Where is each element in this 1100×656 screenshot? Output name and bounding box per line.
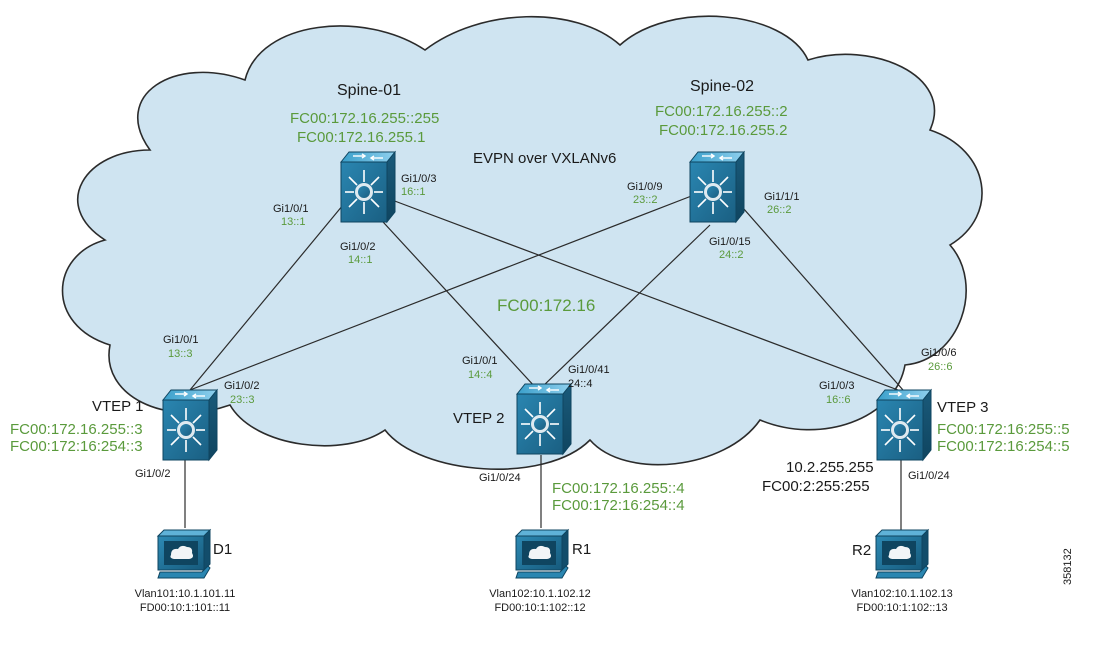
figure-id: 358132 bbox=[1062, 548, 1074, 585]
link-spine1-vtep1 bbox=[189, 204, 344, 391]
vtep-1-addr-2: FC00:172:16:254::3 bbox=[10, 438, 143, 455]
host-r2-workstation-icon bbox=[875, 529, 929, 579]
link-spine2-vtep1 bbox=[189, 194, 695, 391]
host-r2-line-1: Vlan102:10.1.102.13 bbox=[851, 588, 953, 600]
vtep-2-port-gi1-0-41: Gi1/0/41 bbox=[568, 364, 610, 376]
spine-01-addr-v6: FC00:172.16.255::255 bbox=[290, 110, 440, 127]
vtep-1-downlink-port: Gi1/0/2 bbox=[135, 468, 171, 480]
evpn-cloud bbox=[61, 15, 983, 470]
vtep-3-port-gi1-0-3-addr: 16::6 bbox=[826, 394, 851, 406]
spine-02-port-gi1-1-1: Gi1/1/1 bbox=[764, 191, 800, 203]
host-r1-workstation-icon bbox=[515, 529, 569, 579]
spine-01-port-gi1-0-3: Gi1/0/3 bbox=[401, 173, 437, 185]
spine-02-addr-v6: FC00:172.16.255::2 bbox=[655, 103, 788, 120]
links bbox=[184, 194, 904, 530]
cloud-subnet-label: FC00:172.16 bbox=[497, 296, 596, 315]
spine-01-port-gi1-0-1-addr: 13::1 bbox=[281, 216, 306, 228]
vtep-2-addr-2: FC00:172:16:254::4 bbox=[552, 497, 685, 514]
host-d1-name: D1 bbox=[213, 541, 233, 558]
host-r1-line-1: Vlan102:10.1.102.12 bbox=[489, 588, 591, 600]
vtep-3-port-gi1-0-6: Gi1/0/6 bbox=[921, 347, 957, 359]
host-r1-name: R1 bbox=[572, 541, 592, 558]
spine-02-title: Spine-02 bbox=[690, 78, 755, 95]
vtep-1-port-gi1-0-2: Gi1/0/2 bbox=[224, 380, 260, 392]
spine-01-switch-icon bbox=[340, 151, 396, 223]
vtep-3-addr-2: FC00:172:16:254::5 bbox=[937, 438, 1070, 455]
host-r2-name: R2 bbox=[852, 542, 872, 559]
spine-02-switch-icon bbox=[689, 151, 745, 223]
vtep-3-downlink-port: Gi1/0/24 bbox=[908, 470, 950, 482]
vtep-2-downlink-port: Gi1/0/24 bbox=[479, 472, 521, 484]
vtep-1-port-gi1-0-1: Gi1/0/1 bbox=[163, 334, 199, 346]
spine-01-port-gi1-0-3-addr: 16::1 bbox=[401, 186, 426, 198]
spine-02-port-gi1-0-15-addr: 24::2 bbox=[719, 249, 744, 261]
host-r2-line-2: FD00:10:1:102::13 bbox=[856, 602, 948, 614]
link-spine1-vtep3 bbox=[391, 199, 899, 391]
vtep-1-port-gi1-0-1-addr: 13::3 bbox=[168, 348, 193, 360]
host-d1-line-1: Vlan101:10.1.101.11 bbox=[134, 588, 236, 600]
vtep-3-port-gi1-0-3: Gi1/0/3 bbox=[819, 380, 855, 392]
vtep-2-switch-icon bbox=[516, 383, 572, 455]
vtep-2-port-gi1-0-41-addr: 24::4 bbox=[568, 378, 593, 390]
link-spine2-vtep3 bbox=[735, 199, 904, 391]
vtep-2-port-gi1-0-1: Gi1/0/1 bbox=[462, 355, 498, 367]
vtep-3-switch-icon bbox=[876, 389, 932, 461]
spine-02-port-gi1-1-1-addr: 26::2 bbox=[767, 204, 792, 216]
vtep-2-addr-1: FC00:172.16.255::4 bbox=[552, 480, 685, 497]
host-d1-workstation-icon bbox=[157, 529, 211, 579]
vtep-1-port-gi1-0-2-addr: 23::3 bbox=[230, 394, 255, 406]
host-r1-line-2: FD00:10:1:102::12 bbox=[494, 602, 586, 614]
vtep-3-port-gi1-0-6-addr: 26::6 bbox=[928, 361, 953, 373]
spine-01-port-gi1-0-2: Gi1/0/2 bbox=[340, 241, 376, 253]
spine-02-port-gi1-0-9-addr: 23::2 bbox=[633, 194, 658, 206]
vtep-2-port-gi1-0-1-addr: 14::4 bbox=[468, 369, 493, 381]
vtep-3-extra-1: 10.2.255.255 bbox=[786, 459, 874, 476]
vtep-2-title: VTEP 2 bbox=[453, 410, 505, 427]
spine-01-port-gi1-0-1: Gi1/0/1 bbox=[273, 203, 309, 215]
vtep-3-extra-2: FC00:2:255:255 bbox=[762, 478, 870, 495]
spine-02-port-gi1-0-15: Gi1/0/15 bbox=[709, 236, 751, 248]
spine-02-addr-v4: FC00:172.16.255.2 bbox=[659, 122, 788, 139]
vtep-1-title: VTEP 1 bbox=[92, 398, 144, 415]
cloud-label: EVPN over VXLANv6 bbox=[473, 150, 617, 167]
host-d1-line-2: FD00:10:1:101::11 bbox=[139, 602, 231, 614]
spine-02-port-gi1-0-9: Gi1/0/9 bbox=[627, 181, 663, 193]
vtep-1-addr-1: FC00:172.16.255::3 bbox=[10, 421, 143, 438]
vtep-1-switch-icon bbox=[162, 389, 218, 461]
link-spine2-vtep2 bbox=[540, 224, 711, 389]
vtep-3-title: VTEP 3 bbox=[937, 399, 989, 416]
spine-01-port-gi1-0-2-addr: 14::1 bbox=[348, 254, 373, 266]
link-spine1-vtep2 bbox=[371, 209, 537, 389]
spine-01-title: Spine-01 bbox=[337, 82, 402, 99]
vtep-3-addr-1: FC00:172:16:255::5 bbox=[937, 421, 1070, 438]
spine-01-addr-v4: FC00:172.16.255.1 bbox=[297, 129, 426, 146]
